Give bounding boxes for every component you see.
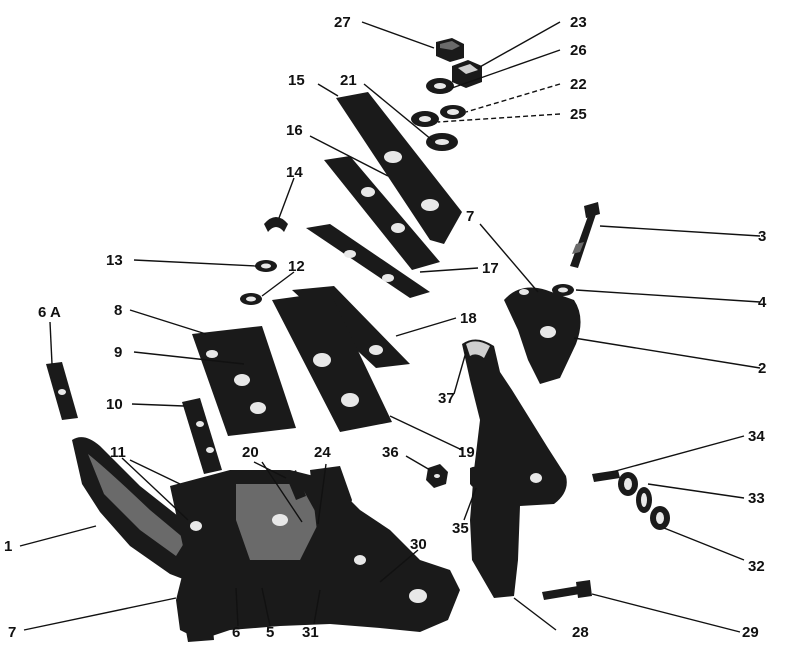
callout-24: 24 bbox=[314, 444, 331, 461]
callout-31: 31 bbox=[302, 624, 319, 641]
callout-1: 1 bbox=[4, 538, 12, 555]
callout-14: 14 bbox=[286, 164, 303, 181]
callout-20: 20 bbox=[242, 444, 259, 461]
part-34-bolt bbox=[592, 470, 620, 482]
callout-9: 9 bbox=[114, 344, 122, 361]
callout-36: 36 bbox=[382, 444, 399, 461]
callout-23: 23 bbox=[570, 14, 587, 31]
callout-6: 6 bbox=[232, 624, 240, 641]
callout-27: 27 bbox=[334, 14, 351, 31]
callout-7-bottom: 7 bbox=[8, 624, 16, 641]
callout-30: 30 bbox=[410, 536, 427, 553]
part-2-bracket bbox=[504, 287, 581, 384]
callout-11: 11 bbox=[110, 444, 126, 461]
callout-15: 15 bbox=[288, 72, 305, 89]
callout-12: 12 bbox=[288, 258, 305, 275]
callout-2: 2 bbox=[758, 360, 766, 377]
callout-18: 18 bbox=[460, 310, 477, 327]
part-23-nut bbox=[452, 60, 482, 88]
callout-3: 3 bbox=[758, 228, 766, 245]
callout-26: 26 bbox=[570, 42, 587, 59]
part-6A-strip bbox=[46, 362, 78, 420]
part-3-bolt bbox=[570, 202, 600, 268]
part-29-bolt bbox=[542, 580, 592, 600]
part-15-bar bbox=[336, 92, 462, 244]
callout-labels: 27 23 26 22 25 15 21 16 14 7 3 13 12 17 … bbox=[4, 14, 767, 641]
callout-4: 4 bbox=[758, 294, 767, 311]
part-19-plate bbox=[272, 292, 392, 432]
callout-13: 13 bbox=[106, 252, 123, 269]
callout-21: 21 bbox=[340, 72, 357, 89]
part-27-nut bbox=[436, 38, 464, 62]
callout-28: 28 bbox=[572, 624, 589, 641]
part-8-9-plate bbox=[192, 326, 296, 436]
part-37-arm bbox=[462, 339, 567, 598]
part-21-washer bbox=[426, 133, 458, 151]
callout-34: 34 bbox=[748, 428, 765, 445]
part-22-lockwasher bbox=[440, 105, 466, 119]
callout-7-top: 7 bbox=[466, 208, 474, 225]
callout-5: 5 bbox=[266, 624, 274, 641]
callout-16: 16 bbox=[286, 122, 303, 139]
leader-lines bbox=[19, 21, 761, 633]
callout-8: 8 bbox=[114, 302, 122, 319]
part-10-strip bbox=[182, 398, 222, 474]
part-16-plate bbox=[324, 156, 440, 270]
part-13-washer bbox=[255, 260, 277, 272]
callout-6A: 6 A bbox=[38, 304, 61, 321]
part-17-plate bbox=[306, 224, 430, 298]
part-14-clip bbox=[264, 217, 288, 232]
callout-17: 17 bbox=[482, 260, 499, 277]
callout-37: 37 bbox=[438, 390, 455, 407]
part-1-main-assembly bbox=[72, 437, 460, 642]
callout-29: 29 bbox=[742, 624, 759, 641]
part-35-clip bbox=[470, 466, 484, 489]
part-4-washer bbox=[552, 284, 574, 296]
part-26-washer bbox=[426, 78, 454, 94]
callout-32: 32 bbox=[748, 558, 765, 575]
callout-33: 33 bbox=[748, 490, 765, 507]
callout-10: 10 bbox=[106, 396, 123, 413]
part-36-nut bbox=[426, 464, 448, 488]
part-12-washer bbox=[240, 293, 262, 305]
callout-19: 19 bbox=[458, 444, 475, 461]
part-33-32-chain bbox=[618, 472, 670, 530]
callout-35: 35 bbox=[452, 520, 469, 537]
callout-25: 25 bbox=[570, 106, 587, 123]
callout-22: 22 bbox=[570, 76, 587, 93]
part-25-washer bbox=[411, 111, 439, 127]
